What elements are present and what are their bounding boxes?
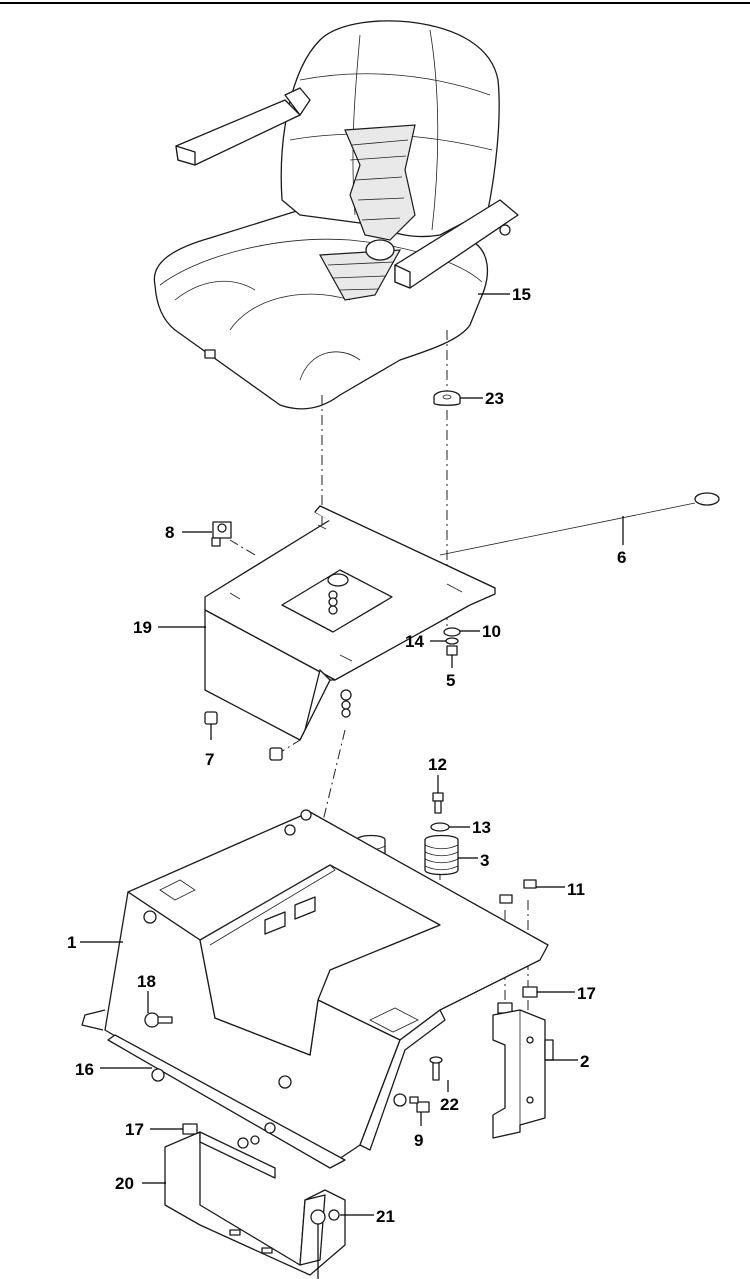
callout-14: 14 xyxy=(405,632,424,651)
callout-9: 9 xyxy=(414,1131,423,1150)
pin-18 xyxy=(144,1012,292,1089)
callouts: 15 23 8 6 19 10 14 5 7 12 13 3 1 xyxy=(67,285,626,1226)
callout-2: 2 xyxy=(580,1052,589,1071)
callout-8: 8 xyxy=(165,523,174,542)
bolt-9 xyxy=(409,1096,430,1113)
callout-12: 12 xyxy=(428,755,447,774)
callout-21: 21 xyxy=(376,1207,395,1226)
callout-3: 3 xyxy=(480,851,489,870)
callout-6: 6 xyxy=(617,548,626,567)
seat-assembly xyxy=(153,20,519,410)
callout-1: 1 xyxy=(67,933,76,952)
bolt-22 xyxy=(429,1056,443,1081)
callout-19: 19 xyxy=(133,618,152,637)
callout-11: 11 xyxy=(567,880,585,899)
hardware-10-14-5 xyxy=(443,627,461,656)
bracket-2 xyxy=(492,1009,554,1139)
callout-10: 10 xyxy=(482,622,501,641)
latch-8 xyxy=(211,521,232,547)
main-frame-1 xyxy=(81,809,549,1169)
callout-22: 22 xyxy=(440,1095,459,1114)
callout-23: 23 xyxy=(485,389,504,408)
washer-21 xyxy=(310,1209,340,1279)
callout-13: 13 xyxy=(472,818,491,837)
align-line-bracket xyxy=(229,539,256,556)
nut-7 xyxy=(204,711,283,761)
callout-15: 15 xyxy=(512,285,531,304)
cable-6 xyxy=(439,492,720,556)
seat-plate-19 xyxy=(204,505,496,741)
washer-23 xyxy=(433,390,461,406)
callout-18: 18 xyxy=(137,972,156,991)
callout-20: 20 xyxy=(115,1174,134,1193)
callout-16: 16 xyxy=(75,1060,94,1079)
callout-17b: 17 xyxy=(125,1120,144,1139)
bolt-12 xyxy=(432,792,444,814)
callout-17a: 17 xyxy=(577,984,596,1003)
callout-5: 5 xyxy=(446,671,455,690)
callout-7: 7 xyxy=(205,750,214,769)
washer-13 xyxy=(430,822,450,832)
screw-11 xyxy=(499,879,537,904)
